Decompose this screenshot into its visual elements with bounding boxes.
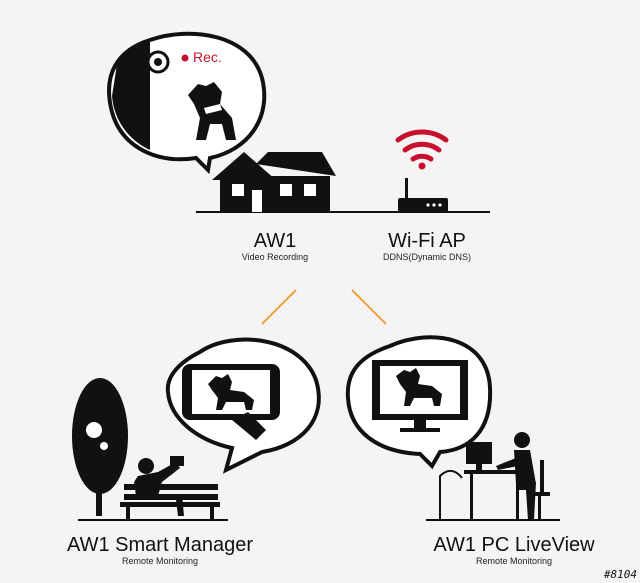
smart-manager-subtitle: Remote Monitoring bbox=[121, 556, 199, 566]
aw1-subtitle: Video Recording bbox=[241, 252, 309, 262]
connector-left bbox=[261, 289, 297, 325]
camera-speech-bubble bbox=[107, 31, 267, 175]
pc-liveview-title: AW1 PC LiveView bbox=[433, 534, 595, 556]
smart-manager-label-group: AW1 Smart Manager Remote Monitoring bbox=[60, 534, 260, 567]
tree-icon bbox=[72, 378, 128, 516]
watermark: #8104 bbox=[603, 568, 637, 581]
pc-liveview-label-group: AW1 PC LiveView Remote Monitoring bbox=[426, 534, 602, 567]
rec-label: Rec. bbox=[193, 49, 222, 65]
monitor-speech-bubble bbox=[345, 335, 493, 470]
dog-icon bbox=[188, 82, 236, 140]
smartphone-speech-bubble bbox=[165, 337, 321, 474]
bench-person-icon bbox=[120, 456, 220, 519]
smart-manager-title: AW1 Smart Manager bbox=[67, 534, 253, 556]
camera-icon bbox=[146, 50, 170, 74]
connector-right bbox=[351, 289, 387, 325]
rec-dot bbox=[181, 54, 189, 62]
wifi-router-icon bbox=[395, 129, 449, 212]
monitor-icon bbox=[372, 360, 468, 432]
aw1-title: AW1 bbox=[253, 230, 297, 252]
pc-liveview-subtitle: Remote Monitoring bbox=[475, 556, 553, 566]
wifi-ap-subtitle: DDNS(Dynamic DNS) bbox=[382, 252, 471, 262]
aw1-label-group: AW1 Video Recording bbox=[214, 230, 336, 263]
desk-person-icon bbox=[439, 432, 550, 520]
house-icon bbox=[212, 152, 336, 212]
wifi-ap-label-group: Wi-Fi AP DDNS(Dynamic DNS) bbox=[366, 230, 488, 263]
smartphone-icon bbox=[182, 364, 280, 440]
wifi-ap-title: Wi-Fi AP bbox=[388, 230, 466, 252]
